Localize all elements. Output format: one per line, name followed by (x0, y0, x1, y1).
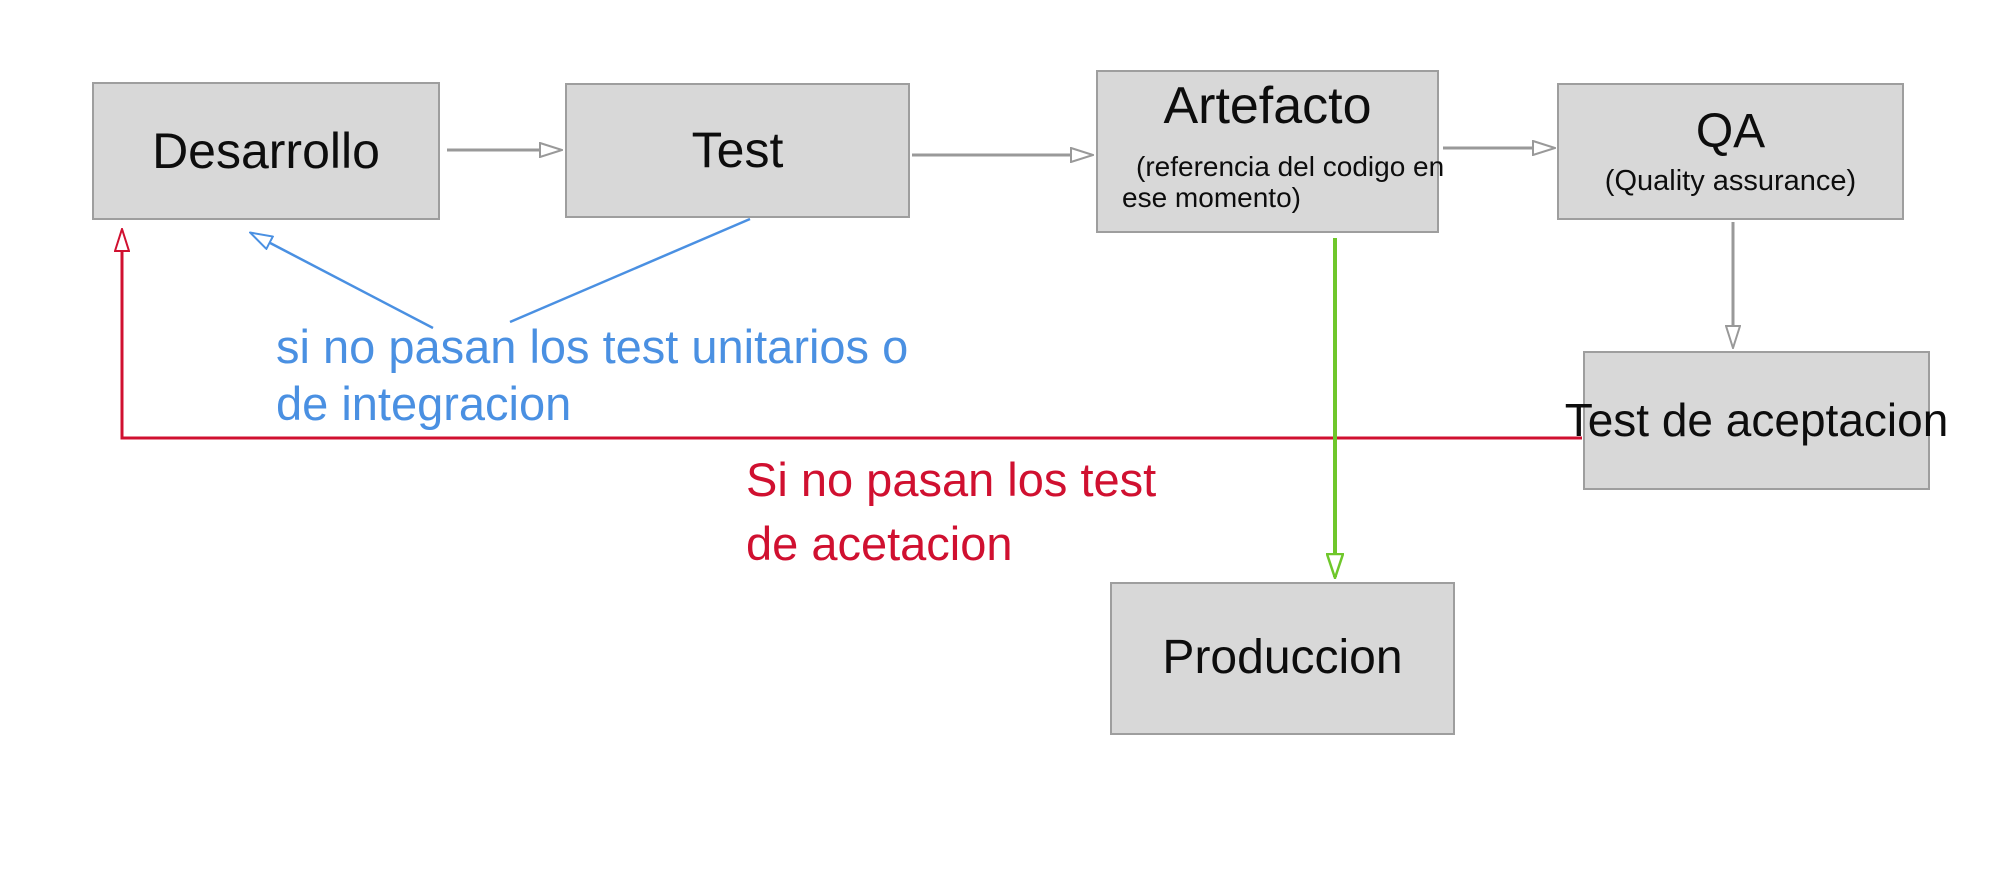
node-artefacto-sublabel-line2: ese momento) (1122, 182, 1301, 214)
node-artefacto-label: Artefacto (1163, 77, 1372, 135)
node-test-aceptacion-label: Test de aceptacion (1564, 394, 1949, 447)
node-artefacto-sublabel-line1: (referencia del codigo en (1136, 151, 1445, 183)
node-produccion: Produccion (1110, 582, 1455, 735)
arrow-annotation-to-desarrollo (251, 233, 434, 330)
annotation-unit-test-fail-line2: de integracion (276, 377, 572, 430)
annotation-unit-test-fail: si no pasan los test unitarios o de inte… (276, 318, 908, 432)
annotation-acceptance-test-fail: Si no pasan los test de acetacion (746, 448, 1156, 576)
node-test-aceptacion: Test de aceptacion (1565, 351, 1948, 490)
node-produccion-label: Produccion (1162, 631, 1403, 685)
node-qa-label: QA (1695, 104, 1766, 158)
node-artefacto: Artefacto (referencia del codigo en ese … (1096, 70, 1445, 233)
node-qa: QA (Quality assurance) (1557, 83, 1904, 220)
node-desarrollo-label: Desarrollo (152, 122, 380, 179)
annotation-unit-test-fail-line1: si no pasan los test unitarios o (276, 320, 909, 373)
annotation-acceptance-test-fail-line2: de acetacion (746, 517, 1013, 570)
node-desarrollo: Desarrollo (92, 82, 440, 220)
arrow-test-aceptacion-to-desarrollo (122, 230, 1582, 440)
node-test: Test (565, 83, 910, 218)
line-annotation-to-test (509, 217, 751, 324)
annotation-acceptance-test-fail-line1: Si no pasan los test (746, 453, 1157, 506)
node-qa-sublabel: (Quality assurance) (1604, 165, 1857, 198)
node-test-label: Test (691, 122, 784, 178)
